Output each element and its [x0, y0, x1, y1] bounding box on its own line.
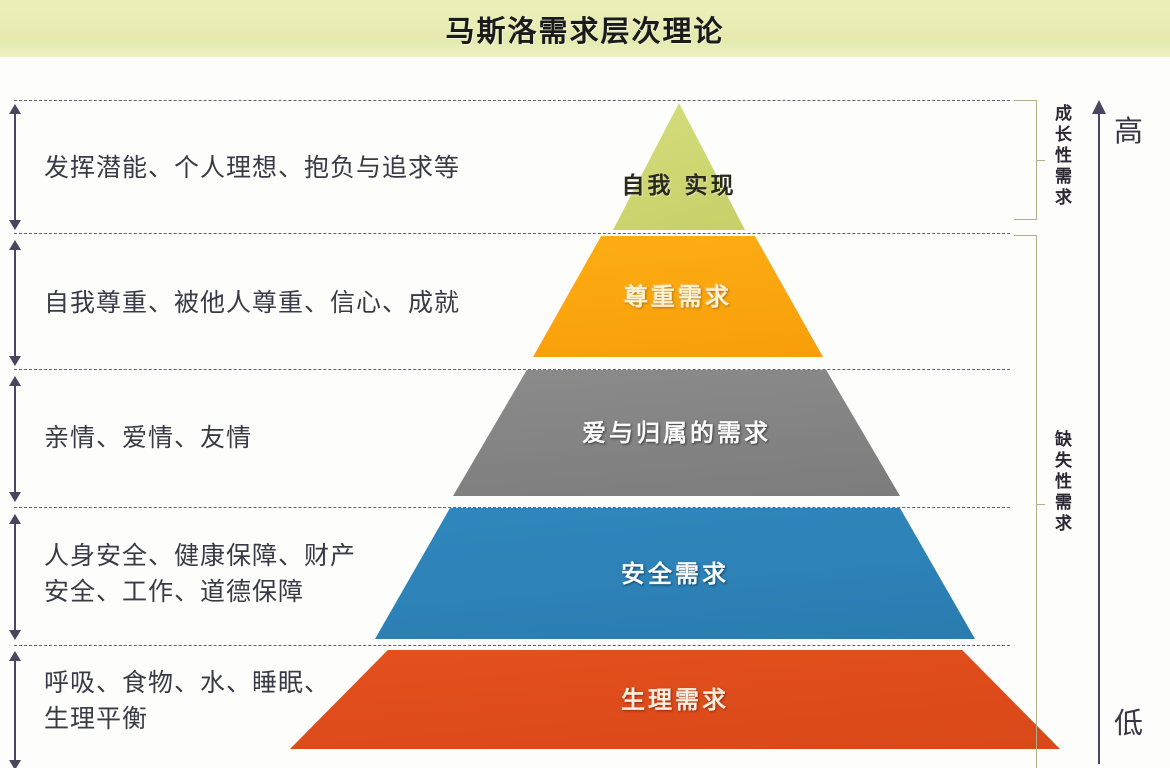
range-arrow-love-belonging — [8, 376, 22, 502]
arrow-shaft — [14, 384, 16, 494]
tier-label-esteem: 尊重需求 — [624, 282, 732, 311]
bracket-label-deficiency-needs: 缺失性需求 — [1051, 430, 1071, 535]
arrow-shaft — [14, 112, 16, 222]
arrow-shaft — [14, 659, 16, 762]
tier-shape — [375, 508, 975, 639]
page-title: 马斯洛需求层次理论 — [445, 14, 725, 48]
range-arrow-self-actualization — [8, 104, 22, 230]
description-physiological: 呼吸、食物、水、睡眠、 生理平衡 — [44, 668, 331, 733]
tier-shape — [453, 370, 900, 496]
axis-label-high: 高 — [1114, 114, 1145, 148]
bracket-growth-needs — [1014, 100, 1045, 220]
tier-shape — [613, 103, 745, 230]
range-arrow-physiological — [8, 651, 22, 770]
bracket-deficiency-needs — [1014, 235, 1045, 772]
arrow-head-down-icon — [9, 760, 21, 770]
arrow-head-up-icon — [9, 104, 21, 114]
description-self-actualization: 发挥潜能、个人理想、抱负与追求等 — [44, 153, 461, 182]
pyramid-tier-esteem[interactable]: 尊重需求 — [533, 236, 823, 357]
separator-line-4 — [14, 645, 1010, 646]
arrow-head-up-icon — [9, 240, 21, 250]
tier-label-love-belonging: 爱与归属的需求 — [582, 419, 771, 447]
arrow-head-up-icon — [9, 514, 21, 524]
tier-shape — [290, 650, 1060, 749]
tier-label-safety: 安全需求 — [621, 559, 729, 588]
tier-label-physiological: 生理需求 — [621, 685, 729, 714]
range-arrow-safety — [8, 514, 22, 640]
arrow-head-down-icon — [9, 630, 21, 640]
bracket-label-growth-needs: 成长性需求 — [1051, 104, 1071, 209]
range-arrow-esteem — [8, 240, 22, 366]
bracket-nub — [1036, 503, 1045, 505]
arrow-shaft — [14, 522, 16, 632]
arrow-head-up-icon — [9, 376, 21, 386]
pyramid-tier-physiological[interactable]: 生理需求 — [290, 650, 1060, 749]
bottom-strip — [0, 768, 1170, 780]
arrow-head-up-icon — [9, 651, 21, 661]
tier-label-self-actualization: 自我 实现 — [621, 172, 737, 199]
axis-line — [1098, 112, 1100, 764]
pyramid-tier-self-actualization[interactable]: 自我 实现 — [613, 103, 745, 230]
separator-line-2 — [14, 369, 1010, 370]
pyramid-tier-safety[interactable]: 安全需求 — [375, 508, 975, 639]
title-bar: 马斯洛需求层次理论 — [0, 0, 1170, 57]
separator-line-top — [14, 100, 1010, 101]
description-love-belonging: 亲情、爱情、友情 — [44, 423, 253, 452]
separator-line-1 — [14, 233, 1010, 234]
arrow-shaft — [14, 248, 16, 358]
bracket-nub — [1036, 160, 1045, 161]
arrow-head-down-icon — [9, 356, 21, 366]
description-safety: 人身安全、健康保障、财产 安全、工作、道德保障 — [44, 541, 357, 606]
arrow-head-down-icon — [9, 220, 21, 230]
arrow-head-down-icon — [9, 492, 21, 502]
pyramid-tier-love-belonging[interactable]: 爱与归属的需求 — [453, 370, 900, 496]
axis-label-low: 低 — [1114, 706, 1145, 740]
separator-line-3 — [14, 507, 1010, 508]
axis-arrow-head-icon — [1092, 100, 1106, 114]
description-esteem: 自我尊重、被他人尊重、信心、成就 — [44, 288, 461, 317]
